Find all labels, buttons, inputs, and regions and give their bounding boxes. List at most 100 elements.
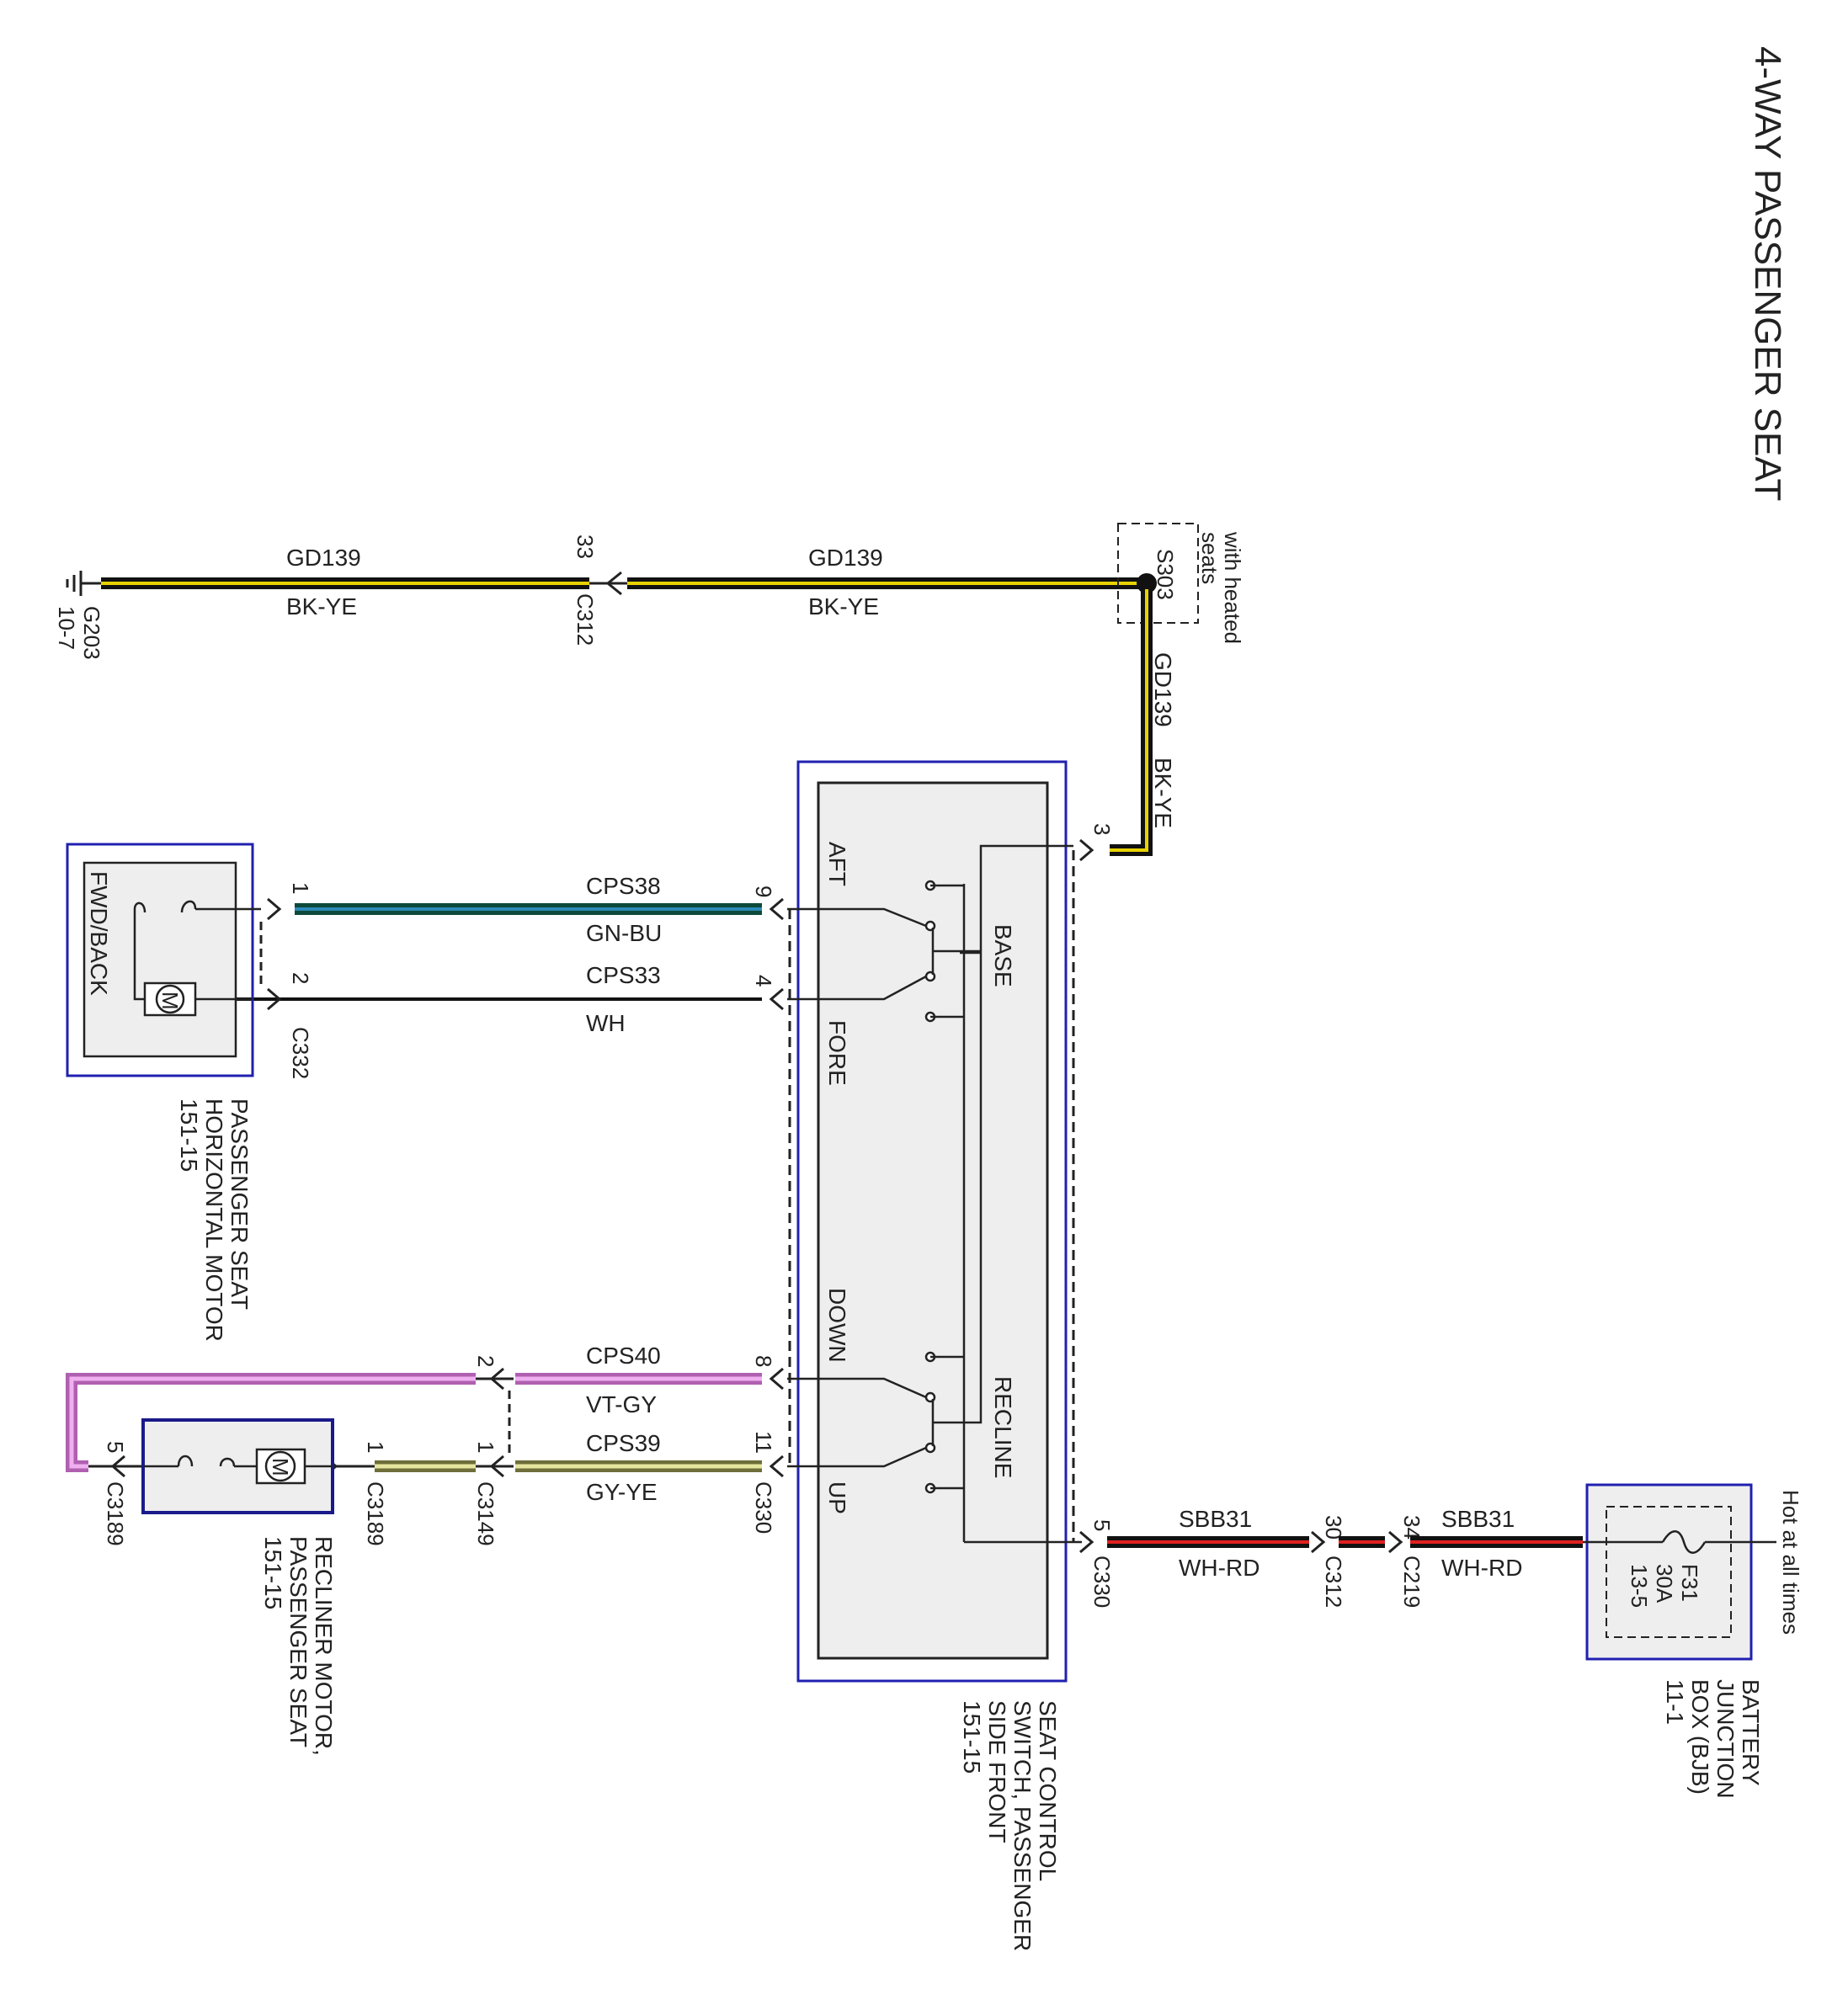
switch-label-down: DOWN <box>824 1288 850 1363</box>
wire-sbb31-a-circuit: SBB31 <box>1179 1506 1252 1532</box>
seat-switch-name-line4: 151-15 <box>959 1700 985 1774</box>
splice-note-line2: seats <box>1197 532 1222 584</box>
connector-c219 <box>1388 1530 1403 1554</box>
splice-note-line1: with heated <box>1220 531 1245 644</box>
c330-bottom-id: C330 <box>1089 1556 1115 1608</box>
c332-pin2: 2 <box>288 972 313 984</box>
connector-c312-bottom <box>1311 1530 1326 1554</box>
c330-pin4: 4 <box>751 975 776 987</box>
c312-bottom-pin: 30 <box>1321 1515 1346 1540</box>
ground-circuit: G203 10-7 GD139 BK-YE 33 C312 GD139 BK-Y… <box>54 523 1245 856</box>
wire-gd139-c <box>1110 589 1153 856</box>
bjb-name-line2: JUNCTION <box>1712 1679 1739 1799</box>
connector-c3189-left <box>88 1455 143 1478</box>
bjb-fuse-box <box>1606 1506 1732 1638</box>
c3149-pin2: 2 <box>473 1355 498 1367</box>
switch-label-up: UP <box>824 1481 850 1514</box>
switch-label-recline: RECLINE <box>990 1376 1016 1478</box>
c330-pin3: 3 <box>1089 823 1115 835</box>
c3149-id: C3149 <box>473 1481 498 1546</box>
seat-switch-name-line2: SWITCH, PASSENGER <box>1009 1700 1036 1951</box>
switch-internal-wiring <box>787 844 1082 1544</box>
wire-gd139-a-color: BK-YE <box>286 593 357 620</box>
seat-control-switch: AFT FORE BASE DOWN UP RECLINE <box>751 760 1115 1951</box>
c330-pin8: 8 <box>751 1355 776 1367</box>
c330-pin11: 11 <box>751 1431 776 1454</box>
connector-c332 <box>259 897 282 1011</box>
c332-pin1: 1 <box>288 882 313 894</box>
recliner-motor-symbol: M <box>268 1458 293 1476</box>
c3149-pin1: 1 <box>473 1441 498 1453</box>
wire-cps40-color: VT-GY <box>586 1391 657 1417</box>
horizontal-motor-inner-label: FWD/BACK <box>86 871 112 996</box>
horizontal-motor-border <box>66 843 254 1077</box>
wire-cps38-color: GN-BU <box>586 920 662 946</box>
wire-cps33-color: WH <box>586 1010 626 1036</box>
c219-pin: 34 <box>1399 1515 1425 1540</box>
splice-s303-dot <box>1137 573 1157 593</box>
seat-switch-name-line3: SIDE FRONT <box>984 1700 1010 1843</box>
wire-cps33-circuit: CPS33 <box>586 962 661 988</box>
c219-id: C219 <box>1399 1556 1425 1608</box>
recliner-motor-icon <box>264 1450 296 1482</box>
connector-c312-top-pin: 33 <box>573 534 598 559</box>
bjb-border <box>1585 1483 1753 1661</box>
c330-id: C330 <box>751 1481 776 1534</box>
horizontal-motor-circuit: CPS38 GN-BU CPS33 WH 1 2 C332 FWD/BACK M… <box>66 843 762 1342</box>
ground-symbol-icon <box>66 571 101 596</box>
ground-ref: 10-7 <box>54 606 79 650</box>
seat-switch-name-line1: SEAT CONTROL <box>1035 1700 1061 1881</box>
bjb-name-line1: BATTERY <box>1738 1679 1764 1786</box>
bjb-note: Hot at all times <box>1778 1490 1803 1635</box>
recliner-motor-name-line3: 151-15 <box>260 1536 286 1609</box>
connector-c3149 <box>476 1367 514 1478</box>
horizontal-motor-name-line2: HORIZONTAL MOTOR <box>201 1098 227 1342</box>
switch-label-aft: AFT <box>824 842 850 886</box>
wire-cps39-color: GY-YE <box>586 1479 658 1505</box>
bjb-name-line4: 11-1 <box>1662 1679 1688 1725</box>
wire-gd139-c-circuit: GD139 <box>1150 652 1176 727</box>
splice-s303-box <box>1117 523 1199 624</box>
c332-id: C332 <box>288 1027 313 1079</box>
wire-sbb31-b-color: WH-RD <box>1441 1555 1522 1581</box>
c3189-pin1: 1 <box>363 1441 388 1453</box>
bjb-fuse-ref: 13-5 <box>1627 1564 1652 1608</box>
recliner-motor-name-line1: RECLINER MOTOR, <box>311 1536 337 1756</box>
wire-cps38-circuit: CPS38 <box>586 873 661 899</box>
fuse-icon <box>1583 1530 1776 1554</box>
wire-gd139-a-circuit: GD139 <box>286 545 361 571</box>
bjb-fuse-rating: 30A <box>1652 1564 1677 1603</box>
power-circuit: SBB31 WH-RD 30 C312 34 C219 SBB31 WH-RD <box>1107 1483 1803 1799</box>
horizontal-motor-name-line3: 151-15 <box>176 1098 202 1172</box>
wire-vt-gy-return <box>66 1373 476 1472</box>
c3189-pin5: 5 <box>103 1441 128 1453</box>
wire-gd139-b-color: BK-YE <box>808 593 879 620</box>
wire-gd139-c-color: BK-YE <box>1150 758 1176 828</box>
wire-cps39-circuit: CPS39 <box>586 1430 661 1456</box>
diagram-title: 4-WAY PASSENGER SEAT <box>1747 46 1788 501</box>
connector-c312-top-id: C312 <box>573 593 598 646</box>
wire-sbb31-a-color: WH-RD <box>1179 1555 1260 1581</box>
c3189-id: C3189 <box>363 1481 388 1546</box>
switch-label-fore: FORE <box>824 1020 850 1086</box>
splice-s303-id: S303 <box>1153 549 1178 600</box>
motor-icon <box>155 984 185 1014</box>
c312-bottom-id: C312 <box>1321 1556 1346 1608</box>
c3189-id-left: C3189 <box>103 1481 128 1546</box>
horizontal-motor-name-line1: PASSENGER SEAT <box>226 1098 253 1310</box>
wire-sbb31-b-circuit: SBB31 <box>1441 1506 1515 1532</box>
connector-c312-top <box>589 571 627 596</box>
seat-switch-body <box>817 781 1049 1660</box>
wire-gd139-b-circuit: GD139 <box>808 545 883 571</box>
horizontal-motor-symbol: M <box>157 992 183 1010</box>
wire-cps40-circuit: CPS40 <box>586 1343 661 1369</box>
c330-pin5: 5 <box>1089 1519 1115 1531</box>
ground-id: G203 <box>79 606 104 660</box>
seat-switch-outer-border <box>796 760 1068 1683</box>
connector-c330-arrows <box>769 838 1094 1554</box>
c330-pin9: 9 <box>751 885 776 897</box>
recliner-motor-circuit: CPS40 VT-GY CPS39 GY-YE 2 1 C3149 <box>66 1343 762 1756</box>
recliner-motor-name-line2: PASSENGER SEAT <box>285 1536 312 1747</box>
bjb-name-line3: BOX (BJB) <box>1687 1679 1713 1795</box>
